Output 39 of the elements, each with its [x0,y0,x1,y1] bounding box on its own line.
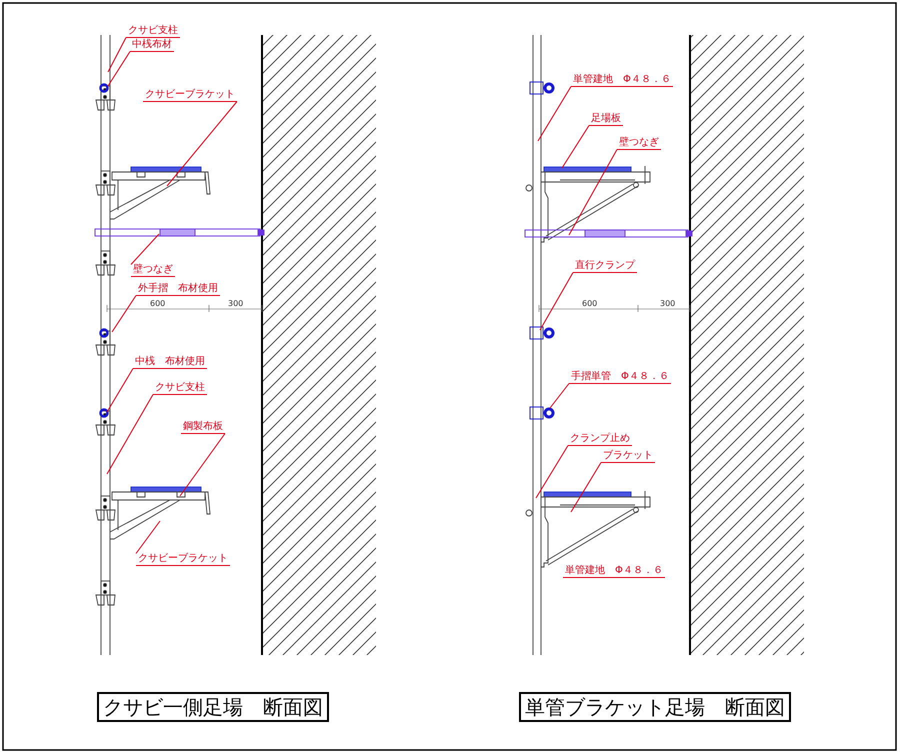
leader-line [166,101,238,186]
leader-line [130,234,160,265]
leader-line [540,272,574,330]
callout-label: 手摺単管 Φ４８．６ [569,371,671,384]
callout-label: 外手摺 布材使用 [136,283,220,296]
leader-line [108,37,126,72]
dimension-text: 300 [660,299,676,308]
leader-line [106,394,154,474]
dimension-text: 600 [582,299,598,308]
callout-label: 直行クランプ [573,260,637,273]
leader-line [106,368,134,412]
callout-label: 壁つなぎ [617,137,661,150]
callout-label: クサビ支柱 [126,25,180,38]
callout-label: 単管建地 Φ４８．６ [571,74,673,87]
callout-label: ブラケット [601,450,655,463]
dimension-text: 600 [150,299,166,308]
callout-label: クサビーブラケット [136,553,230,566]
leader-line [108,51,130,86]
leader-line [568,149,618,236]
leader-line [180,433,226,496]
leader-line [538,86,572,142]
leader-line [136,520,160,554]
callout-label: 鋼製布板 [181,421,225,434]
drawing-title: クサビ一側足場 断面図 [97,692,329,722]
callout-label: 単管建地 Φ４８．６ [563,565,665,578]
callout-label: 足場板 [589,113,623,126]
leader-line [550,383,570,408]
leader-line [562,125,590,168]
drawing-title: 単管ブラケット足場 断面図 [519,692,791,722]
leader-line [112,295,136,332]
dimension-text: 300 [228,299,244,308]
leader-line [536,445,568,498]
callout-label: クサビーブラケット [143,89,237,102]
callout-label: クランプ止め [568,433,632,446]
callout-label: 中桟 布材使用 [133,356,207,369]
callout-label: 壁つなぎ [131,264,175,277]
callout-label: 中桟布材 [130,39,174,52]
leader-line [570,462,602,512]
callout-label: クサビ支柱 [153,382,207,395]
